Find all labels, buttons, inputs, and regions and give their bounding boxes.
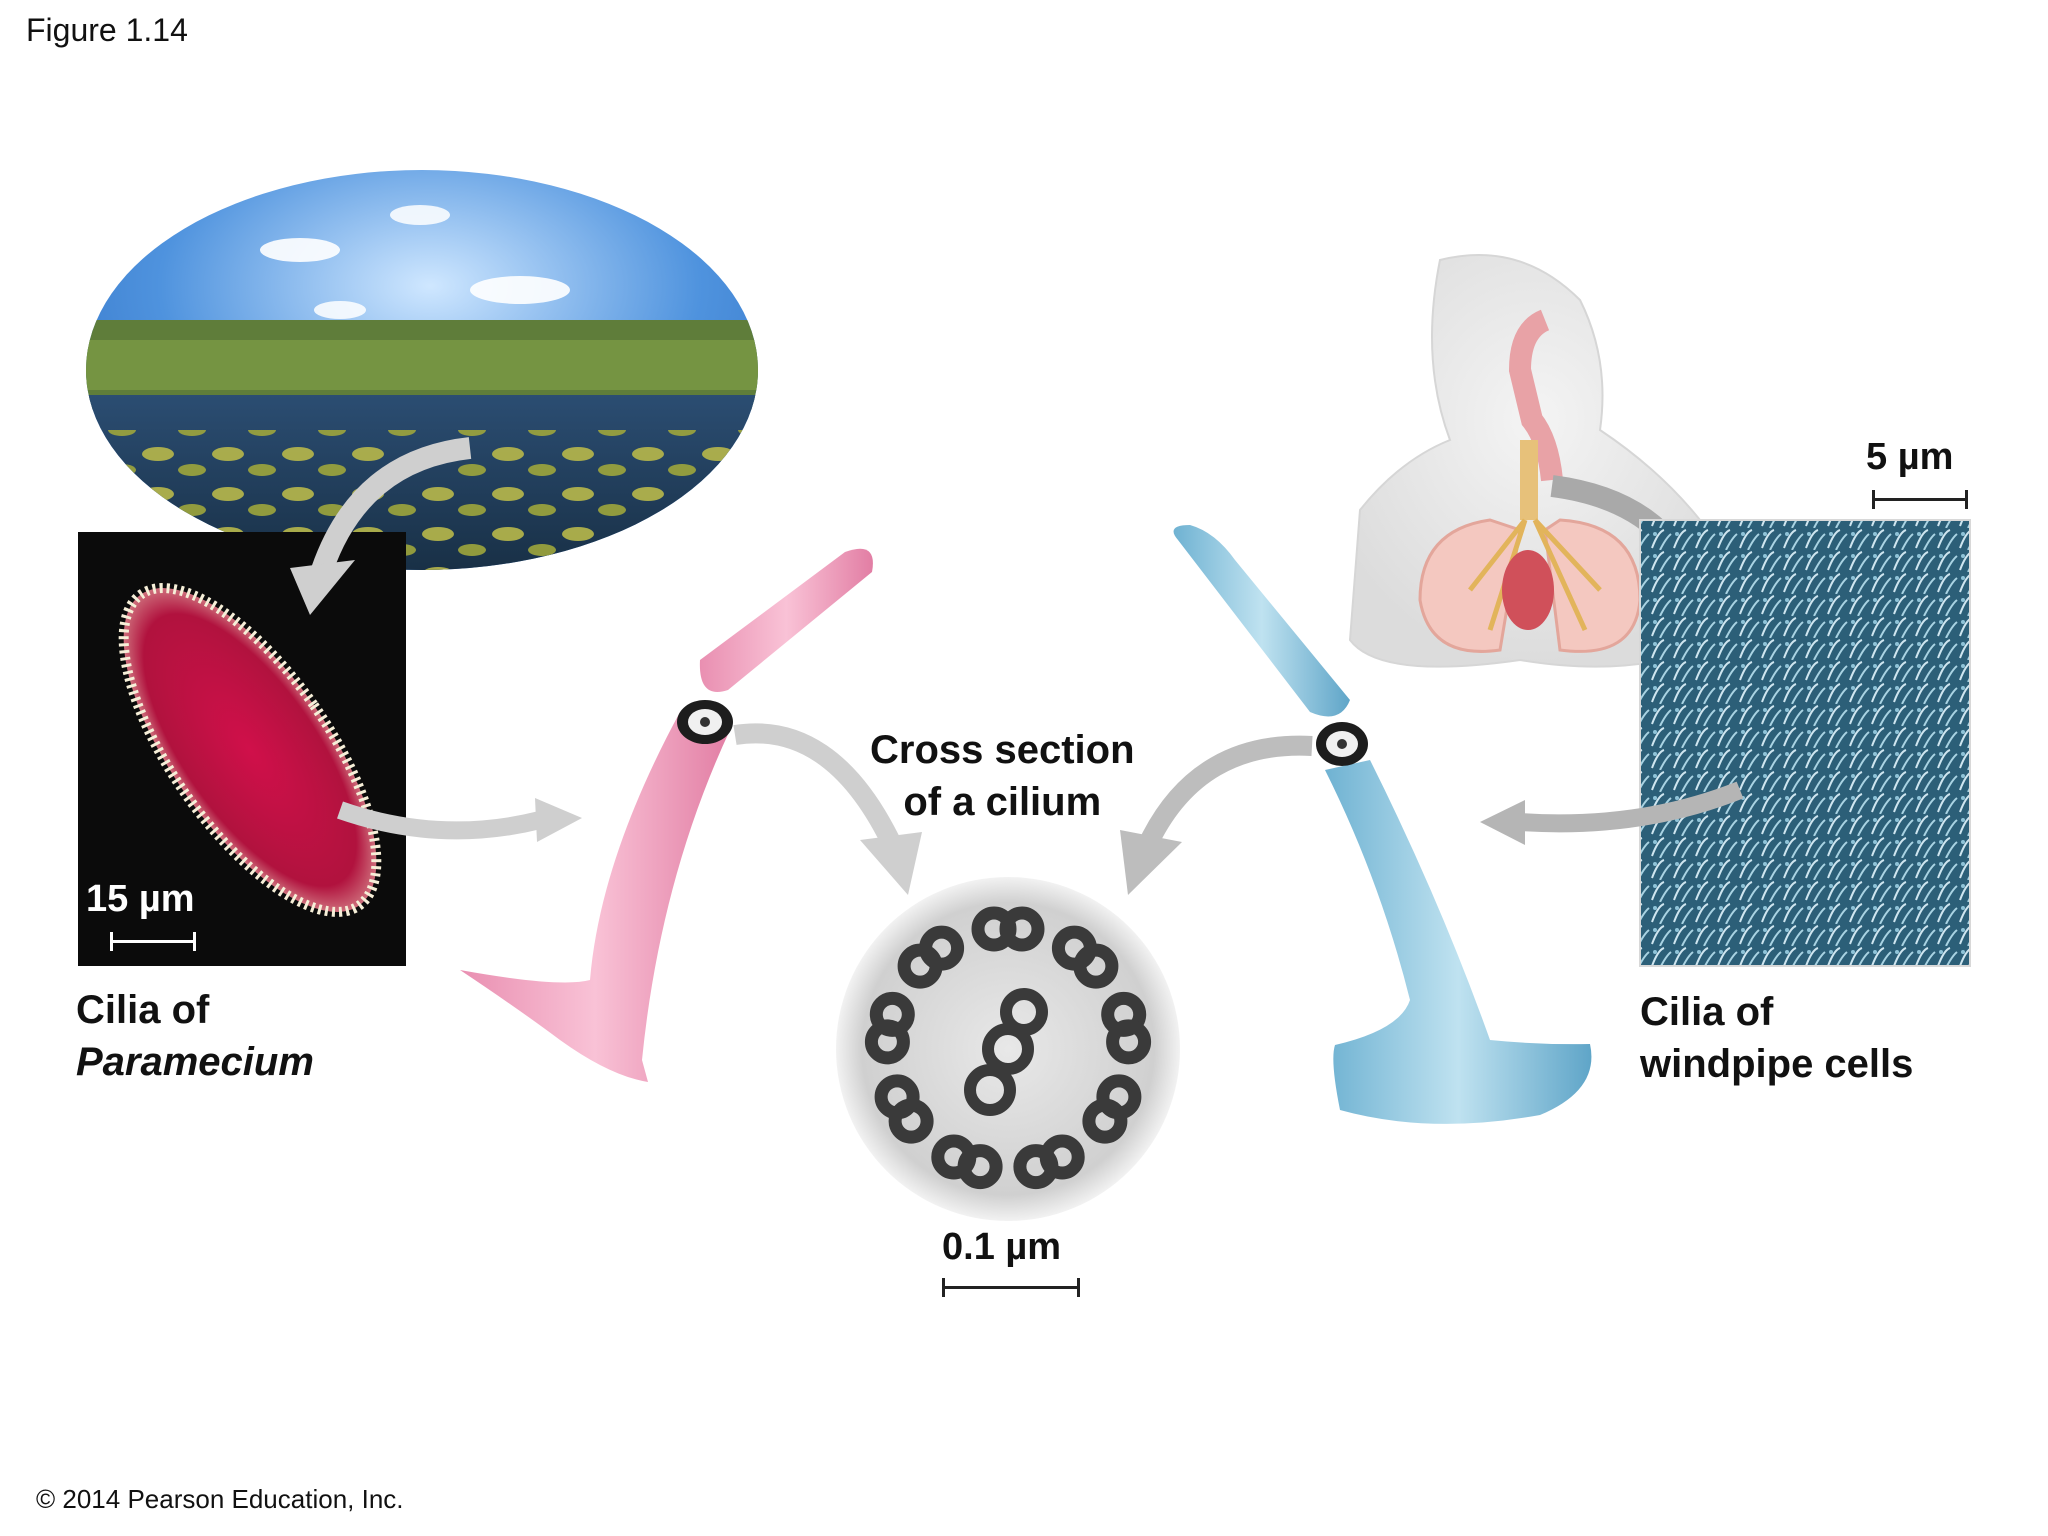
figure-label: Figure 1.14 (26, 12, 188, 48)
pond-photo (86, 170, 758, 570)
paramecium-to-cilium-arrow (337, 801, 543, 840)
cross-section-scale-bar (942, 1278, 1080, 1297)
microtubule-doublet (931, 1134, 977, 1180)
microtubule-doublet (874, 1074, 920, 1120)
windpipe-scale-label: 5 µm (1866, 436, 1954, 478)
pink-to-cross-arrowhead (860, 832, 922, 895)
paramecium-scale-label: 15 µm (86, 878, 195, 920)
paramecium-arrowhead (535, 798, 582, 842)
windpipe-caption-line1: Cilia of (1640, 990, 1774, 1034)
windpipe-sem-micrograph (1639, 519, 1971, 967)
cross-section-micrograph (836, 877, 1180, 1221)
pond-arrowhead (290, 560, 355, 615)
microtubule-doublet (1073, 943, 1119, 989)
microtubule-doublet (1082, 1098, 1128, 1144)
microtubule-doublet (869, 991, 915, 1037)
paramecium-micrograph (78, 532, 406, 966)
paramecium-caption-line1: Cilia of (76, 988, 210, 1032)
blue-to-cross-arrow (1141, 735, 1313, 845)
sem-to-cilium-arrow (1519, 781, 1744, 833)
human-respiratory-illustration (1348, 254, 1722, 668)
windpipe-scale-bar (1872, 490, 1968, 509)
sem-arrowhead (1480, 800, 1525, 845)
windpipe-caption-line2: windpipe cells (1640, 1042, 1914, 1086)
cross-section-caption-line1: Cross section (870, 728, 1135, 772)
blue-cilium (1173, 525, 1592, 1124)
paramecium-scale-bar (110, 932, 196, 951)
pond-to-paramecium-arrow (311, 437, 472, 574)
pink-to-cross-arrow (733, 723, 899, 845)
pink-cilium (460, 548, 873, 1082)
cross-section-caption-line2: of a cilium (903, 780, 1102, 824)
paramecium-caption: Cilia of Paramecium (76, 984, 314, 1088)
cross-section-caption: Cross section of a cilium (870, 724, 1135, 828)
paramecium-caption-line2: Paramecium (76, 1040, 314, 1084)
microtubule-doublet (1106, 1019, 1152, 1065)
windpipe-caption: Cilia of windpipe cells (1640, 986, 1913, 1090)
microtubule-doublet (1013, 1144, 1059, 1190)
microtubule-doublet (919, 925, 965, 971)
cross-section-scale-label: 0.1 µm (942, 1226, 1062, 1268)
copyright-notice: © 2014 Pearson Education, Inc. (36, 1484, 404, 1514)
blue-to-cross-arrowhead (1120, 830, 1182, 895)
microtubule-doublet (999, 906, 1045, 952)
